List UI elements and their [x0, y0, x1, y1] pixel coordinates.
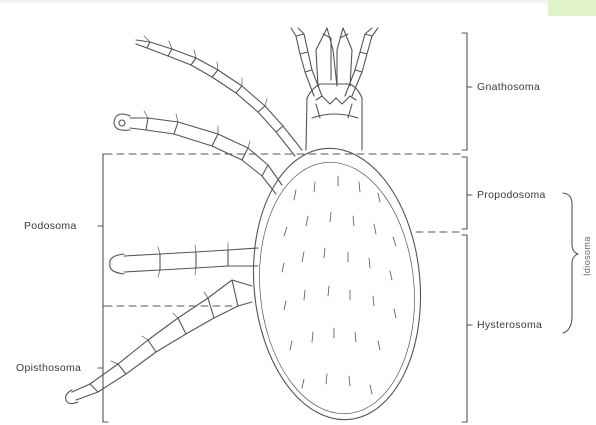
bracket-gnathosoma [462, 33, 472, 150]
bracket-opisthosoma [98, 306, 108, 422]
body-setae [282, 176, 396, 394]
label-podosoma: Podosoma [24, 220, 77, 232]
leg-3 [110, 248, 258, 274]
gnathosoma-structure [291, 28, 378, 150]
leg-2 [114, 114, 282, 194]
label-opisthosoma: Opisthosoma [16, 362, 81, 374]
dashed-divider-lines [105, 154, 463, 306]
label-propodosoma: Propodosoma [477, 189, 546, 201]
bracket-hysterosoma [462, 235, 472, 422]
leg-hairs [111, 36, 267, 364]
label-idiosoma: Idiosoma [582, 236, 592, 276]
bracket-idiosoma [563, 193, 578, 333]
leg-1 [136, 40, 302, 156]
label-gnathosoma: Gnathosoma [477, 81, 540, 93]
leg-4 [66, 280, 252, 404]
mite-body [242, 141, 431, 425]
bracket-podosoma [98, 154, 108, 306]
label-hysterosoma: Hysterosoma [477, 319, 542, 331]
bracket-propodosoma [462, 157, 472, 229]
